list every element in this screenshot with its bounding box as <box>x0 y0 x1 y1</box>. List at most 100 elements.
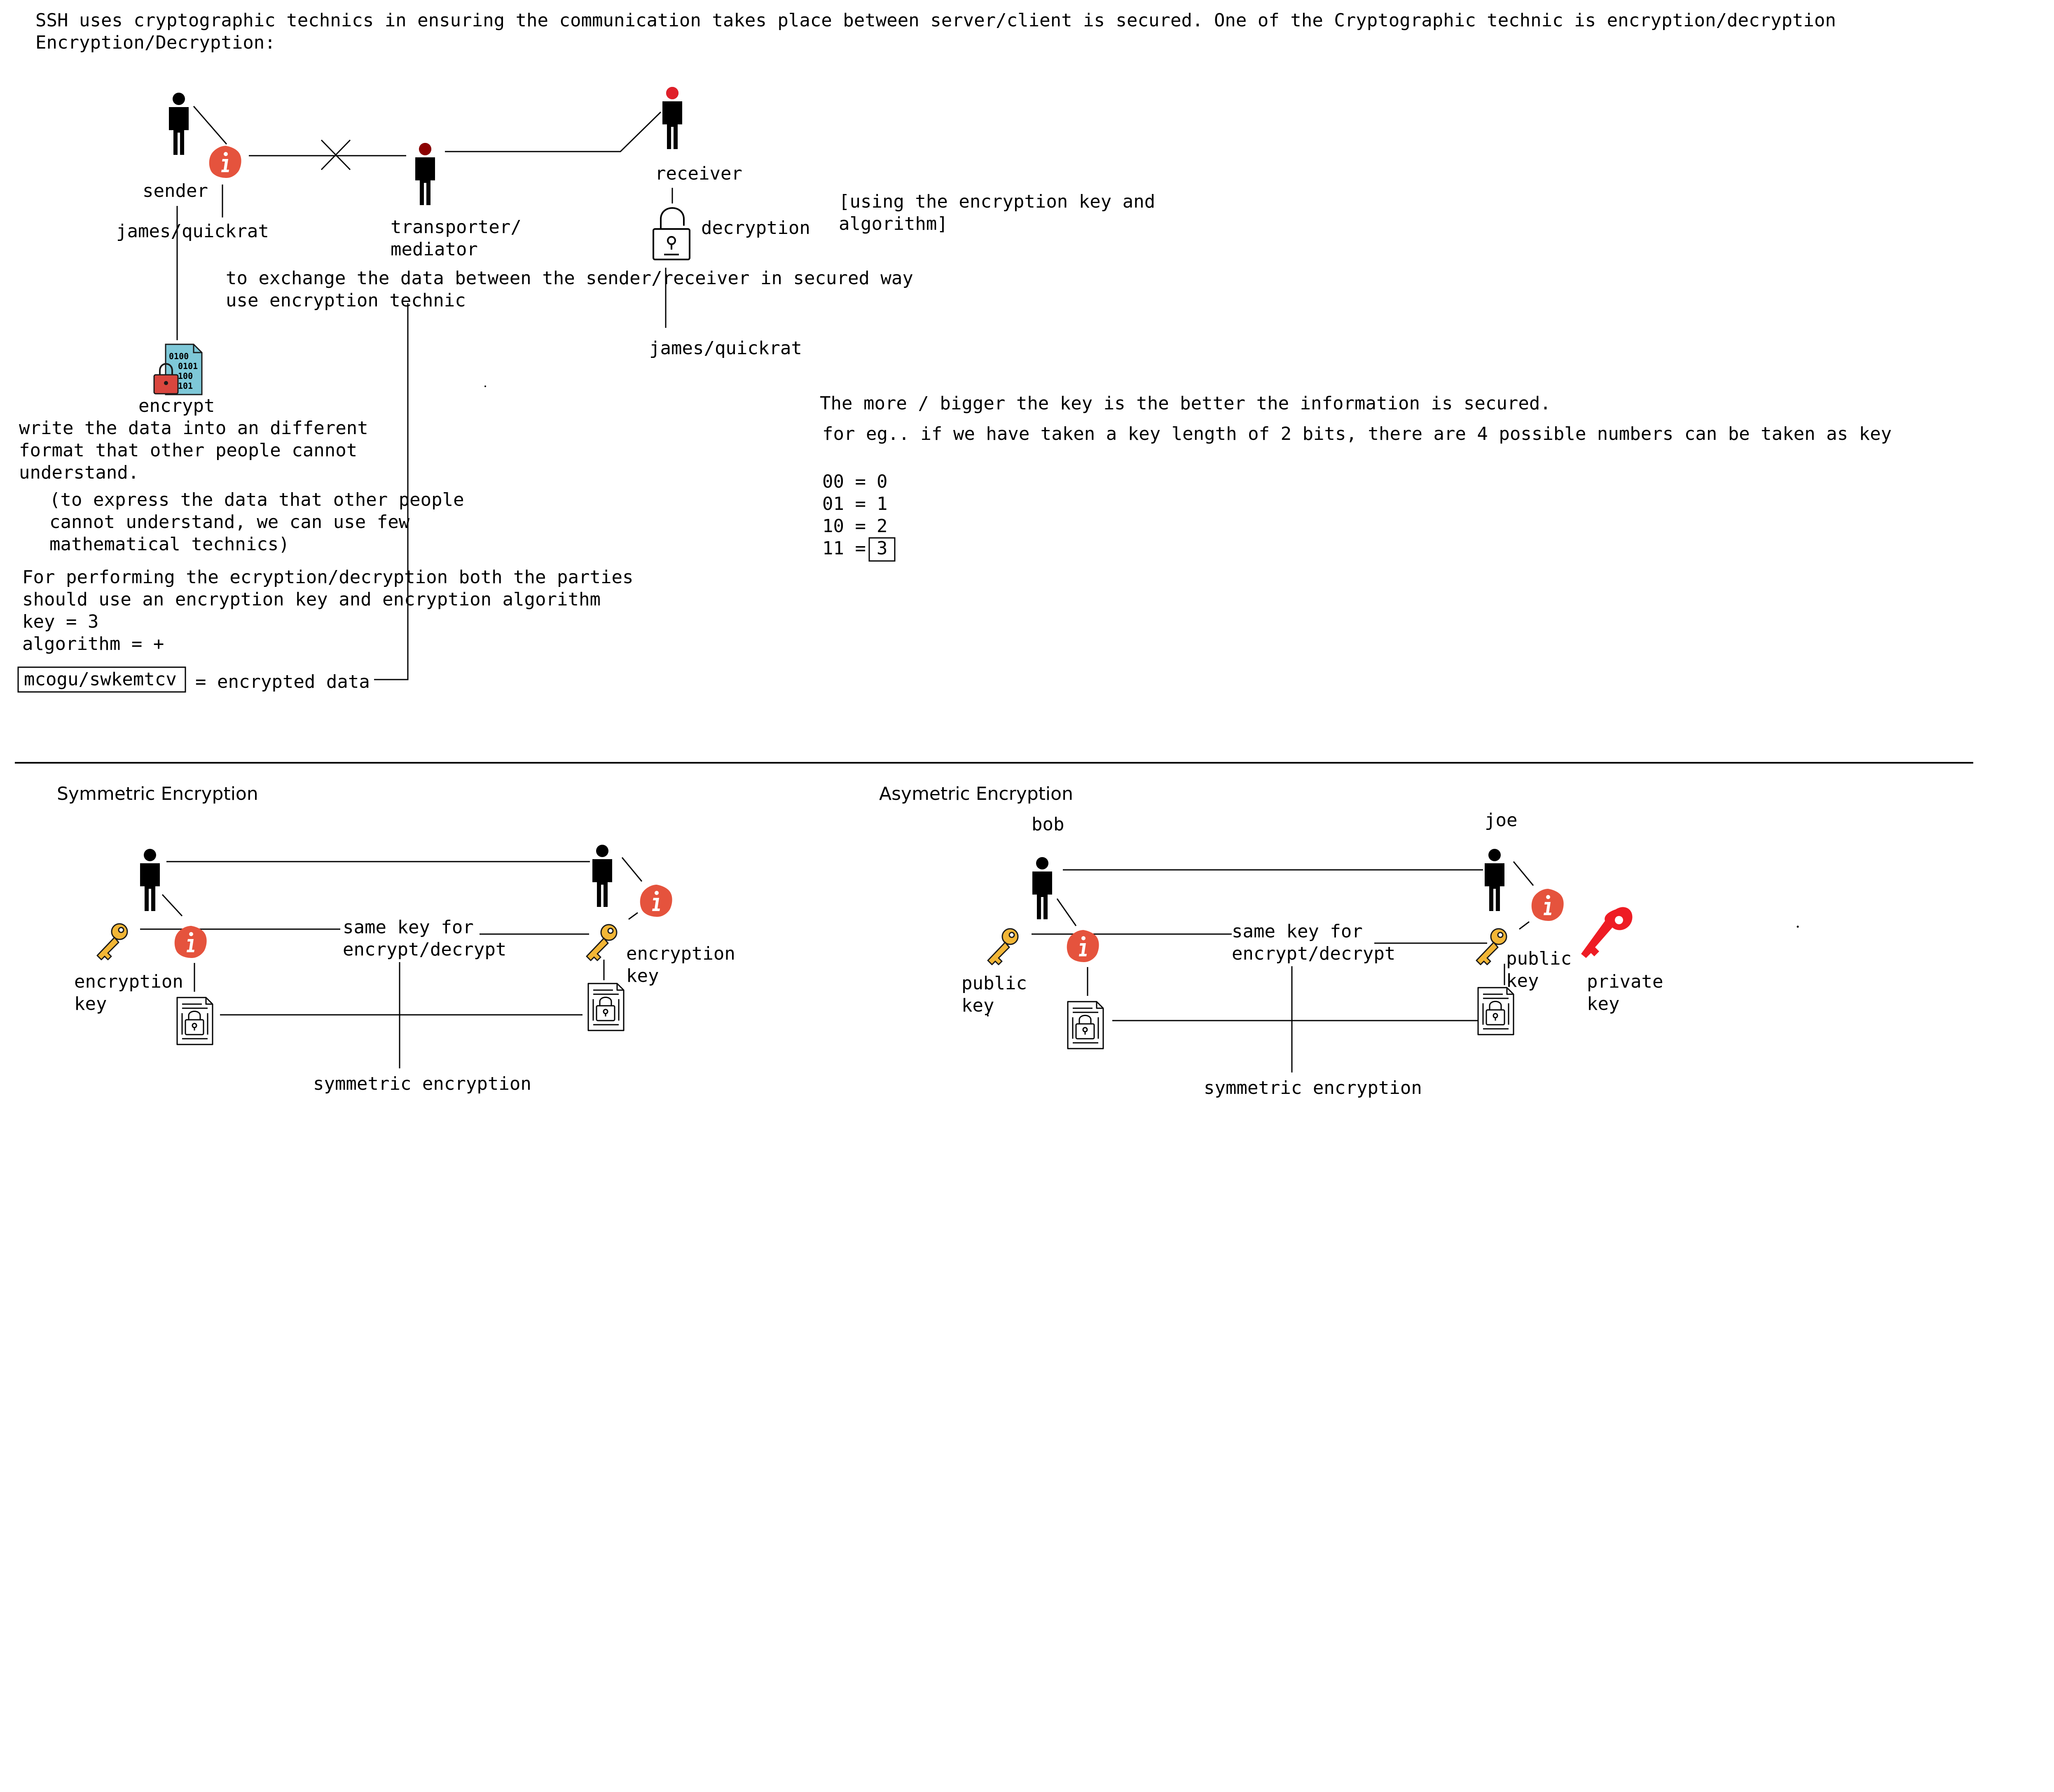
asym-left-person-icon <box>1032 857 1052 919</box>
algorithm-line: algorithm = + <box>22 633 164 654</box>
sender-label: sender <box>143 180 208 201</box>
encrypt-desc-3: understand. <box>19 462 139 483</box>
sym-same-key-label: same key for <box>343 917 474 938</box>
sym-right-key-icon <box>586 924 618 961</box>
asym-right-key-label: public <box>1506 948 1572 969</box>
using-key-note-2: algorithm] <box>839 213 948 234</box>
intro-line-2: Encryption/Decryption: <box>35 32 276 53</box>
sym-left-locked-document-icon <box>176 997 213 1045</box>
asym-bottom-label: symmetric encryption <box>1204 1077 1422 1098</box>
sym-right-person-icon <box>592 845 612 907</box>
asym-left-key-label: public <box>961 973 1027 994</box>
encrypt-desc-2: format that other people cannot <box>19 440 357 461</box>
bits-row-01: 01 = <box>822 493 866 514</box>
stray-dot-2 <box>1797 925 1799 928</box>
asym-left-locked-document-icon <box>1067 1001 1104 1049</box>
receiver-person-icon <box>662 87 682 149</box>
asymmetric-title: Asymetric Encryption <box>879 783 1073 804</box>
stray-dot-3 <box>987 1015 989 1016</box>
asym-right-person-info-connector <box>1513 861 1534 886</box>
encrypt-note-3: mathematical technics) <box>49 534 290 555</box>
connector-transporter-cipher <box>374 303 409 680</box>
sym-left-key-icon <box>96 923 128 960</box>
encrypt-icon: 0100 0101 100 101 <box>153 343 203 395</box>
asym-same-key-label: same key for <box>1232 921 1363 942</box>
sym-left-person-info-connector <box>161 894 183 917</box>
asym-same-key-label-2: encrypt/decrypt <box>1232 943 1395 964</box>
exchange-note-2: use encryption technic <box>226 290 466 311</box>
exchange-note: to exchange the data between the sender/… <box>226 268 913 289</box>
asym-right-info-icon <box>1531 889 1564 921</box>
private-key-label: private <box>1587 971 1663 992</box>
symmetric-title: Symmetric Encryption <box>57 783 258 804</box>
private-key-icon <box>1581 907 1633 958</box>
bits-value-2: 2 <box>877 516 888 537</box>
bits-value-1: 1 <box>877 493 888 514</box>
encrypt-label: encrypt <box>138 395 215 416</box>
key-length-example: for eg.. if we have taken a key length o… <box>822 423 1892 444</box>
sym-left-key-label-2: key <box>74 993 107 1014</box>
connector-sender-info <box>193 106 227 145</box>
transporter-label-2: mediator <box>391 239 478 260</box>
sym-right-key-label: encryption <box>626 943 735 964</box>
asym-left-info-icon <box>1067 930 1099 962</box>
encrypt-note: (to express the data that other people <box>49 489 464 510</box>
sender-user-label: james/quickrat <box>116 221 269 242</box>
sym-left-info-icon <box>174 926 207 958</box>
sym-left-person-icon <box>140 849 160 911</box>
sym-same-key-label-2: encrypt/decrypt <box>343 939 506 960</box>
sym-right-person-info-connector <box>621 857 643 882</box>
connector-transporter-receiver <box>445 111 662 152</box>
perform-note: For performing the ecryption/decryption … <box>22 567 633 588</box>
encrypt-note-2: cannot understand, we can use few <box>49 512 410 533</box>
sender-person-icon <box>169 93 189 155</box>
using-key-note: [using the encryption key and <box>839 191 1155 212</box>
cipher-text: mcogu/swkemtcv <box>24 669 177 690</box>
asym-right-key-label-2: key <box>1506 970 1539 991</box>
receiver-user-label: james/quickrat <box>649 338 802 359</box>
bits-value-3-box <box>868 537 896 562</box>
bits-row-11: 11 = <box>822 538 866 559</box>
cross-mark-line-2 <box>320 139 351 171</box>
key-length-note: The more / bigger the key is the better … <box>820 393 1551 414</box>
encrypt-desc: write the data into an different <box>19 418 368 439</box>
bits-row-10: 10 = <box>822 516 866 537</box>
bits-value-0: 0 <box>877 471 888 492</box>
intro-line-1: SSH uses cryptographic technics in ensur… <box>35 10 1836 31</box>
asym-left-key-label-2: key <box>961 995 994 1016</box>
bits-row-00: 00 = <box>822 471 866 492</box>
receiver-label: receiver <box>655 163 742 184</box>
bits-value-3: 3 <box>877 538 888 559</box>
asym-left-person-label: bob <box>1032 814 1064 835</box>
sym-right-locked-document-icon <box>587 983 625 1031</box>
transporter-person-icon <box>415 143 435 205</box>
asym-left-person-info-connector <box>1056 898 1077 926</box>
key-value-line: key = 3 <box>22 611 98 632</box>
sym-right-info-key-connector <box>628 912 638 920</box>
stray-dot <box>484 386 486 387</box>
asym-right-locked-document-icon <box>1477 987 1514 1035</box>
svg-text:101: 101 <box>178 381 193 391</box>
cipher-text-box <box>17 666 186 693</box>
asym-left-key-icon <box>987 928 1019 965</box>
perform-note-2: should use an encryption key and encrypt… <box>22 589 601 610</box>
svg-text:0101: 0101 <box>178 361 198 371</box>
sender-info-icon <box>209 146 241 178</box>
svg-text:100: 100 <box>178 371 193 381</box>
sym-left-key-label: encryption <box>74 971 183 992</box>
sym-right-info-icon <box>640 885 672 917</box>
unlock-icon <box>653 207 690 260</box>
svg-text:0100: 0100 <box>169 351 189 361</box>
asym-right-person-label: joe <box>1485 810 1517 831</box>
transporter-label: transporter/ <box>391 217 522 238</box>
sym-bottom-label: symmetric encryption <box>313 1073 531 1094</box>
asym-right-key-icon <box>1476 928 1507 965</box>
cipher-suffix: = encrypted data <box>195 671 370 692</box>
sym-right-key-label-2: key <box>626 965 659 986</box>
asym-right-person-icon <box>1485 849 1504 911</box>
decryption-label: decryption <box>701 217 810 238</box>
asym-right-info-key-connector <box>1519 921 1530 930</box>
private-key-label-2: key <box>1587 993 1619 1014</box>
